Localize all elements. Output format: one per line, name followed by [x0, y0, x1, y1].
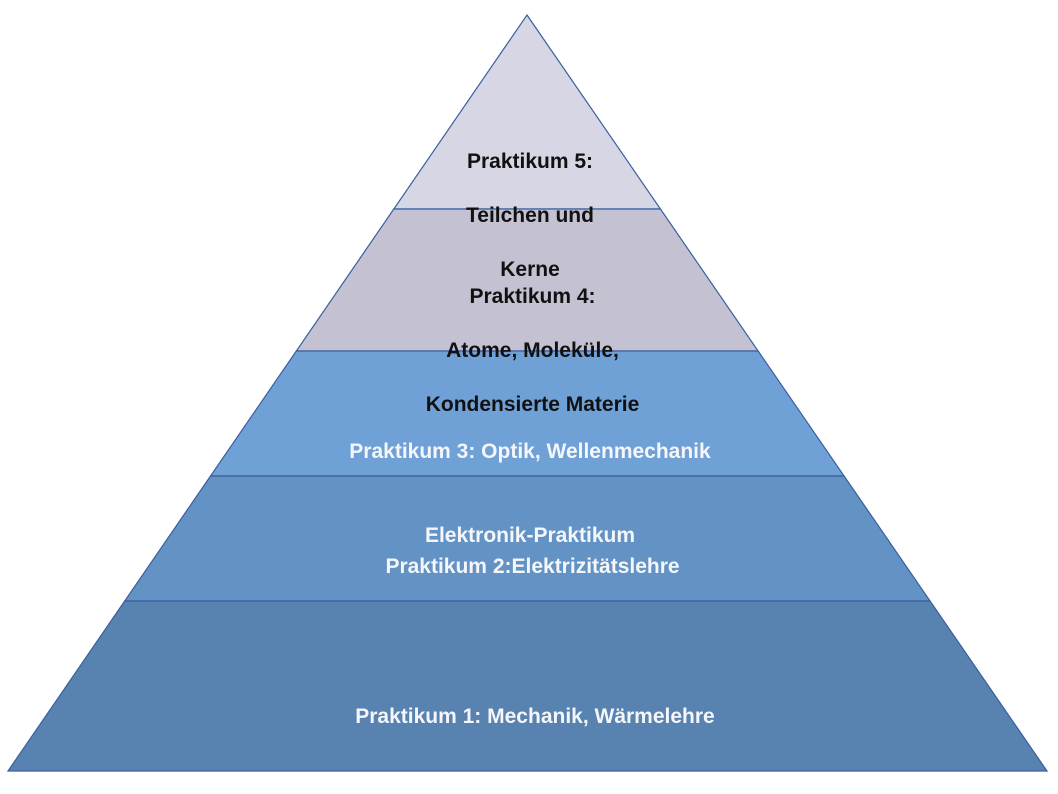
layer-5-line-1: Praktikum 5: [466, 150, 594, 173]
layer-3-label: Praktikum 3: Optik, Wellenmechanik Elekt… [280, 389, 780, 599]
layer-3-line-2: Elektronik-Praktikum [424, 524, 636, 547]
layer-4-line-1: Praktikum 4: [469, 285, 596, 308]
layer-4-label: Praktikum 4: Atome, Moleküle, Kondensier… [360, 256, 705, 445]
layer-2-line-1: Praktikum 2:Elektrizitätslehre [385, 555, 680, 578]
layer-1-line-1: Praktikum 1: Mechanik, Wärmelehre [355, 705, 715, 728]
layer-4-line-3: Kondensierte Materie [425, 393, 640, 416]
layer-5-line-3: Kerne [500, 258, 560, 281]
layer-3-line-1: Praktikum 3: Optik, Wellenmechanik [349, 440, 711, 463]
layer-1-label: Praktikum 1: Mechanik, Wärmelehre [250, 676, 820, 757]
layer-5-line-2: Teilchen und [466, 204, 594, 227]
layer-4-line-2: Atome, Moleküle, [446, 339, 619, 362]
layer-2-label: Praktikum 2:Elektrizitätslehre [280, 526, 785, 607]
layer-5-label: Praktikum 5: Teilchen und Kerne [400, 121, 660, 310]
pyramid-layer-1 [6, 600, 1049, 772]
